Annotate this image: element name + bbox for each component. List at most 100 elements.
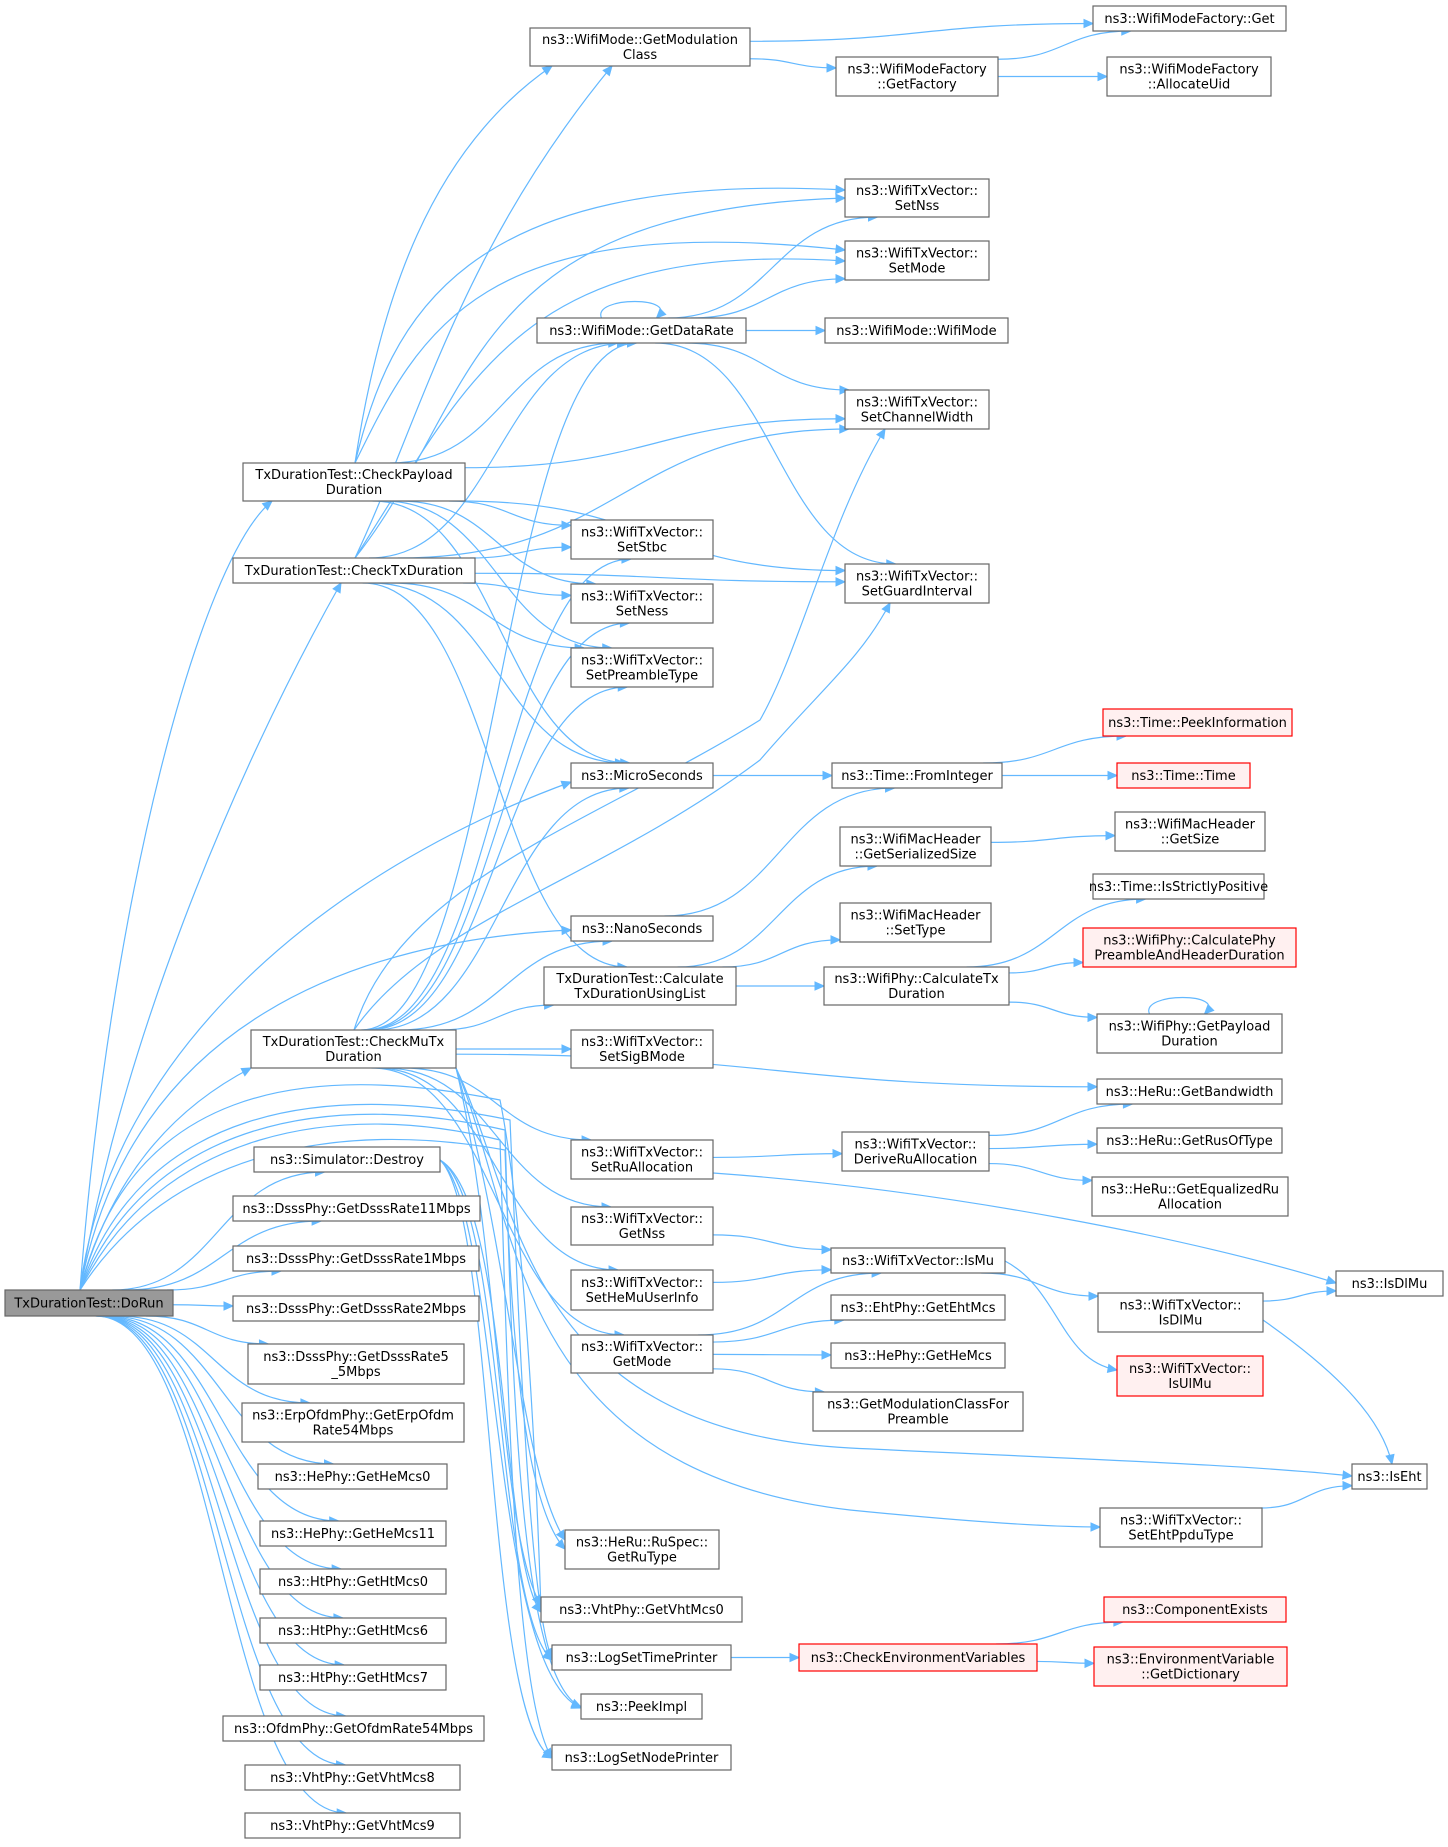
node-label: ns3::WifiTxVector::: [581, 654, 703, 669]
node-label: ns3::WifiTxVector::: [581, 590, 703, 605]
node-label: _5Mbps: [330, 1365, 380, 1380]
node-label: SetMode: [889, 262, 946, 277]
node-getmodclass[interactable]: ns3::WifiMode::GetModulationClass: [529, 27, 751, 67]
node-label: ns3::CheckEnvironmentVariables: [811, 1651, 1026, 1666]
node-label: ns3::LogSetTimePrinter: [566, 1651, 718, 1666]
node-label: ns3::WifiMacHeader: [1125, 818, 1256, 833]
node-label: SetChannelWidth: [861, 411, 974, 426]
edge-calclist-to-calctx: [735, 981, 826, 991]
node-timetime[interactable]: ns3::Time::Time: [1116, 762, 1251, 789]
node-label: GetNss: [619, 1227, 666, 1242]
node-calclist[interactable]: TxDurationTest::CalculateTxDurationUsing…: [543, 966, 737, 1006]
node-dsss11[interactable]: ns3::DsssPhy::GetDsssRate11Mbps: [232, 1195, 481, 1222]
node-compexists[interactable]: ns3::ComponentExists: [1103, 1596, 1287, 1623]
node-envdict[interactable]: ns3::EnvironmentVariable::GetDictionary: [1093, 1646, 1288, 1687]
node-getmode[interactable]: ns3::WifiTxVector::GetMode: [570, 1334, 714, 1374]
node-wifimode[interactable]: ns3::WifiMode::WifiMode: [824, 317, 1009, 344]
node-getbw[interactable]: ns3::HeRu::GetBandwidth: [1096, 1078, 1283, 1105]
edge-getmode-to-hemcs: [712, 1350, 833, 1360]
node-hemcs11[interactable]: ns3::HePhy::GetHeMcs11: [259, 1520, 447, 1547]
node-setsigb[interactable]: ns3::WifiTxVector::SetSigBMode: [570, 1029, 714, 1069]
node-txisdlmu[interactable]: ns3::WifiTxVector::IsDlMu: [1097, 1292, 1264, 1333]
node-macser[interactable]: ns3::WifiMacHeader::GetSerializedSize: [839, 826, 992, 867]
node-checkenv[interactable]: ns3::CheckEnvironmentVariables: [798, 1643, 1038, 1672]
node-label: ns3::WifiTxVector::: [581, 526, 703, 541]
node-iseht[interactable]: ns3::IsEht: [1351, 1463, 1428, 1490]
node-logtime[interactable]: ns3::LogSetTimePrinter: [551, 1644, 732, 1671]
node-setnss[interactable]: ns3::WifiTxVector::SetNss: [844, 178, 990, 218]
edge-deriveru-to-getrus: [988, 1139, 1099, 1150]
edge-checkmu-to-setru: [403, 1067, 593, 1145]
node-htmcs7[interactable]: ns3::HtPhy::GetHtMcs7: [259, 1664, 447, 1691]
node-vhtmcs0[interactable]: ns3::VhtPhy::GetVhtMcs0: [540, 1596, 743, 1623]
node-ehtmcs[interactable]: ns3::EhtPhy::GetEhtMcs: [830, 1294, 1006, 1321]
node-factoryget[interactable]: ns3::WifiModeFactory::Get: [1092, 5, 1287, 32]
node-hemcs[interactable]: ns3::HePhy::GetHeMcs: [830, 1342, 1006, 1369]
node-setru[interactable]: ns3::WifiTxVector::SetRuAllocation: [570, 1139, 714, 1180]
node-dorun[interactable]: TxDurationTest::DoRun: [4, 1289, 174, 1317]
node-peekimpl[interactable]: ns3::PeekImpl: [580, 1693, 703, 1720]
node-micro[interactable]: ns3::MicroSeconds: [570, 762, 714, 789]
node-fromint[interactable]: ns3::Time::FromInteger: [831, 762, 1003, 789]
node-getrus[interactable]: ns3::HeRu::GetRusOfType: [1096, 1127, 1283, 1154]
node-label: ns3::WifiTxVector::: [854, 1138, 976, 1153]
node-setchw[interactable]: ns3::WifiTxVector::SetChannelWidth: [844, 389, 990, 430]
node-setpreamble[interactable]: ns3::WifiTxVector::SetPreambleType: [570, 647, 714, 688]
node-setstbc[interactable]: ns3::WifiTxVector::SetStbc: [570, 519, 714, 560]
node-dsss1[interactable]: ns3::DsssPhy::GetDsssRate1Mbps: [232, 1245, 480, 1272]
node-calcpre[interactable]: ns3::WifiPhy::CalculatePhyPreambleAndHea…: [1082, 927, 1297, 968]
node-label: ns3::WifiTxVector::: [1129, 1362, 1251, 1377]
node-getfactory[interactable]: ns3::WifiModeFactory::GetFactory: [835, 56, 999, 97]
node-htmcs6[interactable]: ns3::HtPhy::GetHtMcs6: [259, 1617, 447, 1644]
node-checktx[interactable]: TxDurationTest::CheckTxDuration: [232, 557, 476, 584]
node-isdlmu[interactable]: ns3::IsDlMu: [1335, 1270, 1444, 1297]
edge-dorun-to-peekimpl: [79, 1113, 583, 1708]
node-setgi[interactable]: ns3::WifiTxVector::SetGuardInterval: [844, 563, 990, 604]
node-getdatarate[interactable]: ns3::WifiMode::GetDataRate: [536, 317, 747, 344]
node-label: TxDurationTest::CheckMuTx: [262, 1035, 445, 1050]
node-setehtppdu[interactable]: ns3::WifiTxVector::SetEhtPpduType: [1099, 1507, 1263, 1548]
node-setmode[interactable]: ns3::WifiTxVector::SetMode: [844, 240, 990, 281]
edge-fromint-to-timetime: [1002, 770, 1119, 781]
node-label: ns3::HtPhy::GetHtMcs7: [278, 1671, 428, 1686]
node-ofdm54[interactable]: ns3::OfdmPhy::GetOfdmRate54Mbps: [222, 1715, 485, 1742]
node-vhtmcs9[interactable]: ns3::VhtPhy::GetVhtMcs9: [244, 1812, 461, 1839]
edge-dorun-to-dsss2: [172, 1301, 235, 1311]
node-macsize[interactable]: ns3::WifiMacHeader::GetSize: [1114, 811, 1266, 852]
node-label: ns3::WifiTxVector::: [581, 1340, 703, 1355]
node-label: TxDurationTest::CheckTxDuration: [244, 564, 464, 579]
node-ismu[interactable]: ns3::WifiTxVector::IsMu: [830, 1247, 1006, 1274]
node-label: IsUlMu: [1168, 1377, 1211, 1392]
node-getnss[interactable]: ns3::WifiTxVector::GetNss: [570, 1206, 714, 1246]
node-settype[interactable]: ns3::WifiMacHeader::SetType: [839, 902, 992, 943]
node-vhtmcs8[interactable]: ns3::VhtPhy::GetVhtMcs8: [244, 1764, 461, 1791]
edge-ismu-to-isulmu: [1004, 1260, 1119, 1374]
node-label: ns3::WifiTxVector::: [581, 1212, 703, 1227]
node-nano[interactable]: ns3::NanoSeconds: [570, 915, 714, 942]
node-allocuid[interactable]: ns3::WifiModeFactory::AllocateUid: [1106, 56, 1272, 97]
node-isulmu[interactable]: ns3::WifiTxVector::IsUlMu: [1116, 1355, 1264, 1397]
node-strictpos[interactable]: ns3::Time::IsStrictlyPositive: [1089, 873, 1268, 900]
node-getrutype[interactable]: ns3::HeRu::RuSpec::GetRuType: [564, 1529, 720, 1570]
node-label: Duration: [326, 483, 382, 498]
node-dsss55[interactable]: ns3::DsssPhy::GetDsssRate5_5Mbps: [247, 1343, 465, 1385]
node-setness[interactable]: ns3::WifiTxVector::SetNess: [570, 583, 714, 624]
node-htmcs0[interactable]: ns3::HtPhy::GetHtMcs0: [259, 1568, 447, 1595]
node-hemcs0[interactable]: ns3::HePhy::GetHeMcs0: [257, 1463, 448, 1490]
node-dsss2[interactable]: ns3::DsssPhy::GetDsssRate2Mbps: [232, 1295, 480, 1322]
edge-dorun-to-micro: [79, 780, 573, 1291]
node-peekinfo[interactable]: ns3::Time::PeekInformation: [1102, 708, 1293, 737]
node-label: ns3::HtPhy::GetHtMcs6: [278, 1624, 428, 1639]
edge-checkmu-to-calclist: [439, 1000, 555, 1031]
node-simdestroy[interactable]: ns3::Simulator::Destroy: [253, 1146, 441, 1173]
node-sethemu[interactable]: ns3::WifiTxVector::SetHeMuUserInfo: [570, 1269, 714, 1311]
node-lognode[interactable]: ns3::LogSetNodePrinter: [551, 1744, 732, 1771]
node-deriveru[interactable]: ns3::WifiTxVector::DeriveRuAllocation: [841, 1131, 990, 1172]
